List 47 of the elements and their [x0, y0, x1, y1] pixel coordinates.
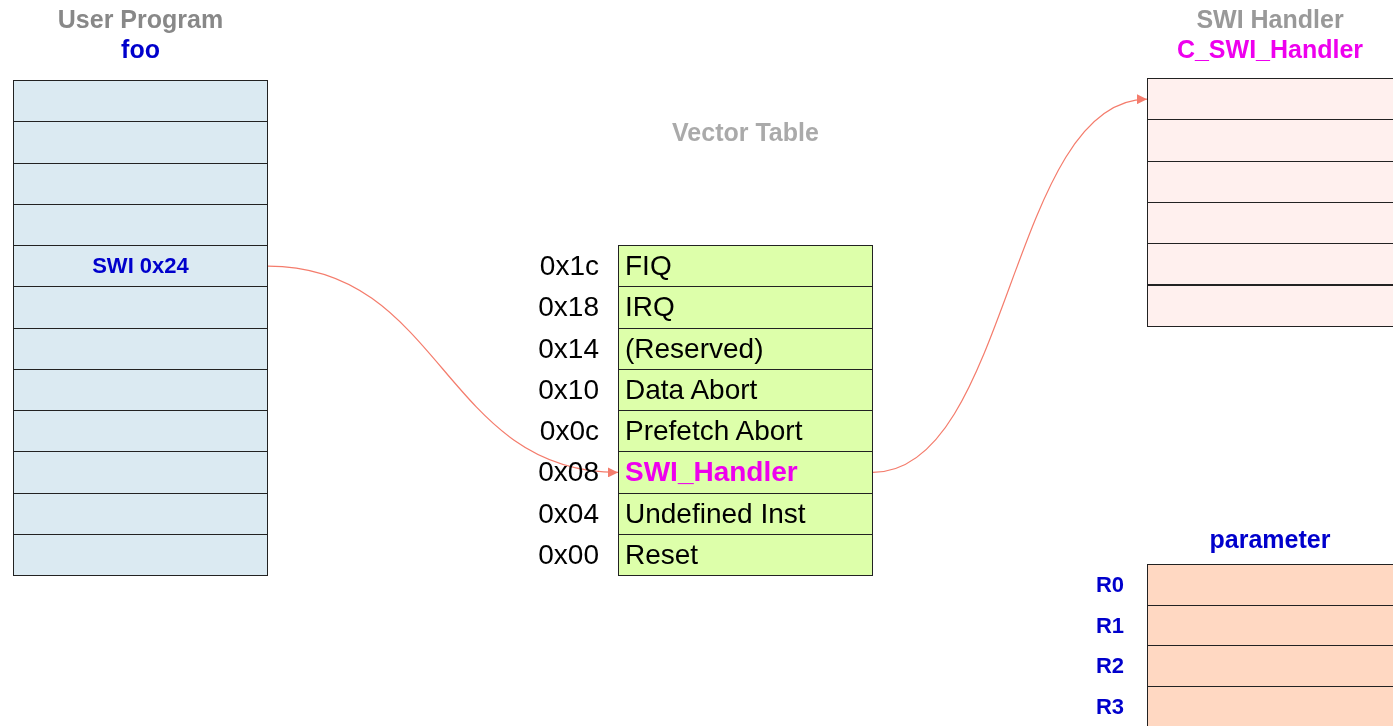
memory-cell	[13, 492, 268, 535]
address-label: 0x0c	[539, 415, 599, 448]
memory-cell	[13, 327, 268, 370]
vector-name: (Reserved)	[625, 332, 764, 365]
vector-name: Undefined Inst	[625, 497, 806, 530]
address-label: 0x00	[538, 538, 599, 571]
memory-cell	[13, 533, 268, 576]
arrow	[872, 96, 1148, 473]
memory-cell	[13, 286, 268, 329]
instruction-text: SWI 0x24	[92, 253, 189, 280]
memory-cell	[1147, 201, 1393, 245]
address-label: 0x14	[538, 332, 599, 365]
section-heading: User Program	[57, 5, 224, 34]
section-heading: parameter	[1209, 525, 1331, 554]
memory-cell	[1147, 243, 1393, 286]
address-label: 0x1c	[539, 250, 599, 283]
vector-name: FIQ	[625, 250, 672, 283]
arrow	[267, 265, 619, 477]
register-label: R3	[1095, 693, 1124, 720]
address-label: 0x18	[538, 291, 599, 324]
memory-cell	[13, 410, 268, 453]
routine-name: foo	[121, 35, 160, 64]
memory-cell	[13, 245, 268, 288]
memory-cell	[13, 121, 268, 164]
memory-cell	[13, 451, 268, 494]
memory-cell	[1147, 160, 1393, 203]
address-label: 0x10	[538, 373, 599, 406]
memory-cell	[13, 80, 268, 123]
memory-cell	[1147, 119, 1393, 162]
memory-cell	[13, 368, 268, 411]
vector-name: Reset	[625, 538, 699, 571]
memory-cell	[1147, 284, 1393, 327]
routine-name: C_SWI_Handler	[1176, 35, 1364, 64]
address-label: 0x04	[538, 497, 599, 530]
vector-name: IRQ	[625, 291, 675, 324]
address-label: 0x08	[538, 456, 599, 489]
vector-name: Data Abort	[625, 373, 758, 406]
vector-name: SWI_Handler	[625, 456, 798, 489]
memory-cell	[13, 203, 268, 246]
memory-cell	[1147, 78, 1393, 121]
memory-cell	[13, 162, 268, 205]
register-label: R0	[1095, 571, 1124, 598]
section-heading: SWI Handler	[1196, 5, 1344, 34]
section-heading: Vector Table	[672, 118, 819, 147]
register-label: R2	[1095, 653, 1124, 680]
register-label: R1	[1095, 612, 1124, 639]
vector-name: Prefetch Abort	[625, 415, 803, 448]
